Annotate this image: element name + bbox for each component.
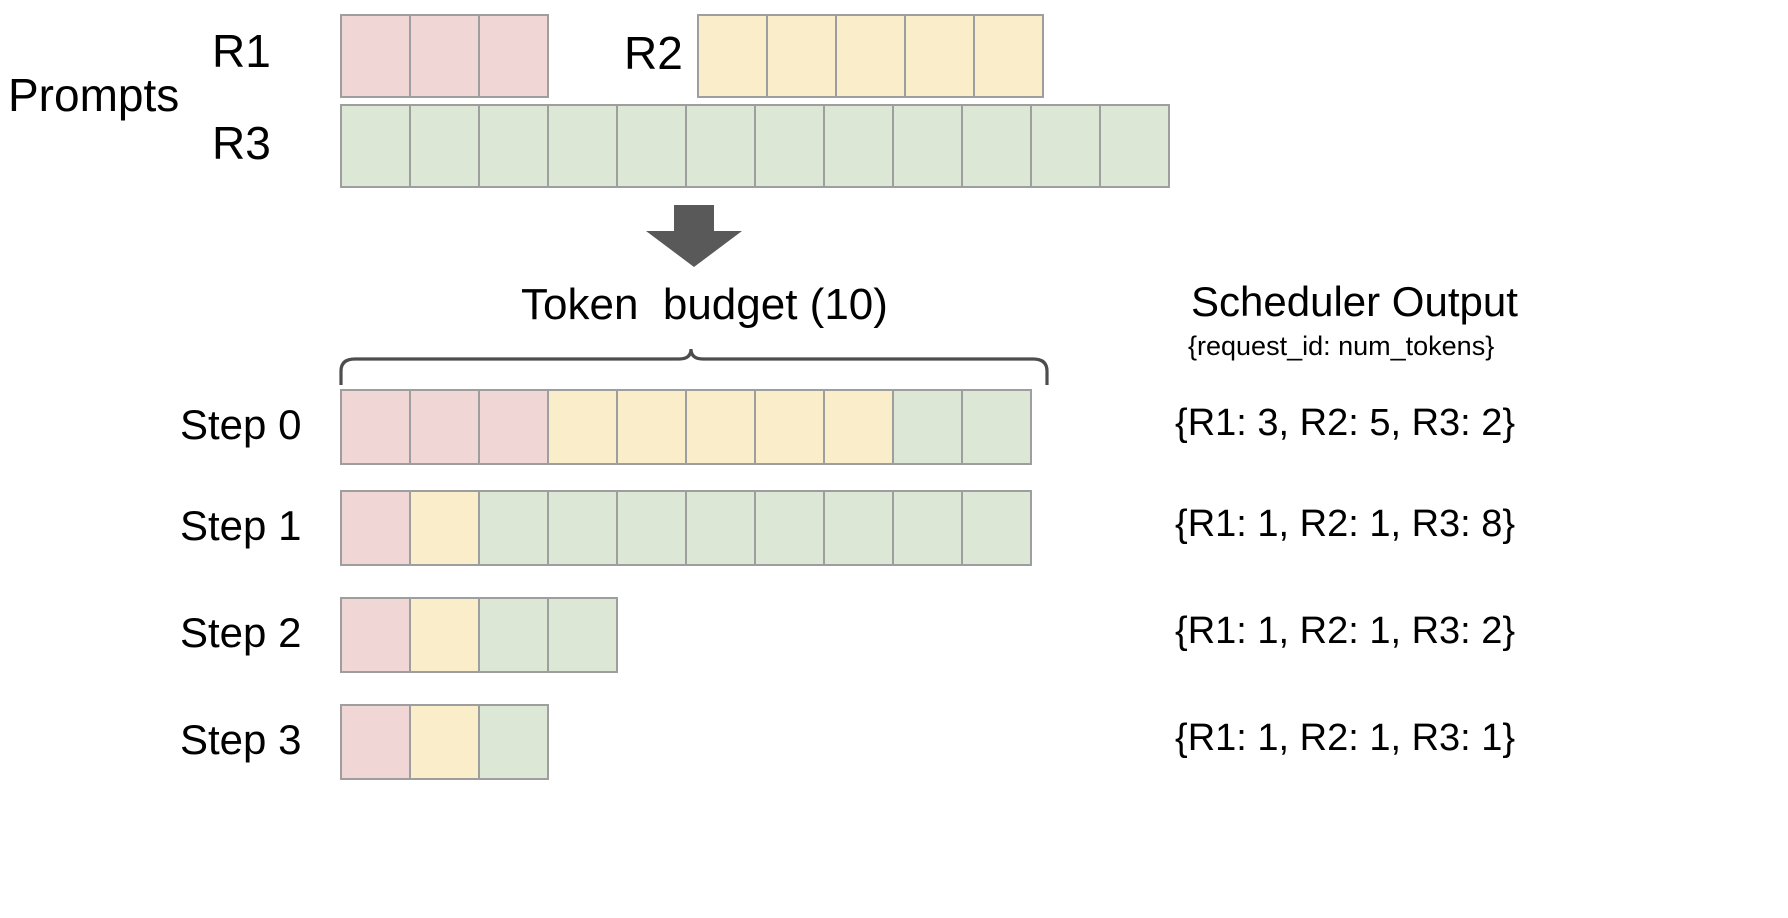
prompt-token-cell-r3-11 <box>1099 104 1170 188</box>
prompt-token-cell-r2-4 <box>973 14 1044 98</box>
step-token-cell-0-r1-0 <box>340 389 411 465</box>
prompt-token-cell-r2-2 <box>835 14 906 98</box>
scheduler-output-row-0: {R1: 3, R2: 5, R3: 2} <box>1175 402 1516 444</box>
prompt-token-cell-r3-9 <box>961 104 1032 188</box>
step-token-cell-0-r2-3 <box>754 389 825 465</box>
prompt-token-strip-r3 <box>340 104 1170 188</box>
step-label-1: Step 1 <box>180 502 302 549</box>
scheduler-output-row-3: {R1: 1, R2: 1, R3: 1} <box>1175 717 1516 759</box>
prompt-token-cell-r1-0 <box>340 14 411 98</box>
step-token-cell-1-r3-7 <box>961 490 1032 566</box>
request-label-r1: R1 <box>212 25 271 77</box>
scheduler-output-row-1: {R1: 1, R2: 1, R3: 8} <box>1175 503 1516 545</box>
step-token-cell-2-r3-0 <box>478 597 549 673</box>
prompts-group-label: Prompts <box>8 69 180 121</box>
prompt-token-cell-r3-2 <box>478 104 549 188</box>
step-token-cell-3-r3-0 <box>478 704 549 780</box>
step-token-cell-0-r2-4 <box>823 389 894 465</box>
step-token-cell-3-r2-0 <box>409 704 480 780</box>
step-token-strip-2 <box>340 597 618 673</box>
step-token-cell-2-r2-0 <box>409 597 480 673</box>
prompt-token-cell-r2-0 <box>697 14 768 98</box>
scheduler-output-row-2: {R1: 1, R2: 1, R3: 2} <box>1175 610 1516 652</box>
prompt-token-cell-r2-1 <box>766 14 837 98</box>
token-budget-title: Token budget (10) <box>521 280 888 329</box>
step-token-cell-0-r2-0 <box>547 389 618 465</box>
step-token-cell-0-r1-1 <box>409 389 480 465</box>
prompt-token-cell-r3-3 <box>547 104 618 188</box>
step-label-0: Step 0 <box>180 401 302 448</box>
step-token-cell-1-r2-0 <box>409 490 480 566</box>
prompt-token-cell-r3-1 <box>409 104 480 188</box>
prompt-token-strip-r1 <box>340 14 549 98</box>
step-token-cell-1-r3-5 <box>823 490 894 566</box>
prompt-token-cell-r3-4 <box>616 104 687 188</box>
step-token-cell-1-r3-1 <box>547 490 618 566</box>
down-arrow-icon <box>646 205 742 267</box>
step-label-3: Step 3 <box>180 716 302 763</box>
step-token-cell-1-r3-2 <box>616 490 687 566</box>
scheduler-output-subtitle: {request_id: num_tokens} <box>1188 331 1495 361</box>
step-token-cell-1-r3-4 <box>754 490 825 566</box>
prompt-token-cell-r3-8 <box>892 104 963 188</box>
prompt-token-cell-r3-10 <box>1030 104 1101 188</box>
step-token-cell-0-r3-1 <box>961 389 1032 465</box>
step-token-cell-3-r1-0 <box>340 704 411 780</box>
step-token-cell-1-r3-3 <box>685 490 756 566</box>
step-token-cell-0-r2-1 <box>616 389 687 465</box>
step-token-cell-1-r1-0 <box>340 490 411 566</box>
prompt-token-strip-r2 <box>697 14 1044 98</box>
prompt-token-cell-r3-0 <box>340 104 411 188</box>
prompt-token-cell-r3-7 <box>823 104 894 188</box>
prompt-token-cell-r1-2 <box>478 14 549 98</box>
step-token-cell-0-r1-2 <box>478 389 549 465</box>
prompt-token-cell-r3-6 <box>754 104 825 188</box>
scheduler-output-title: Scheduler Output <box>1191 278 1518 325</box>
step-token-cell-1-r3-6 <box>892 490 963 566</box>
step-token-strip-1 <box>340 490 1032 566</box>
request-label-r2: R2 <box>624 27 683 79</box>
step-token-strip-3 <box>340 704 549 780</box>
step-token-cell-0-r2-2 <box>685 389 756 465</box>
step-token-cell-1-r3-0 <box>478 490 549 566</box>
prompt-token-cell-r1-1 <box>409 14 480 98</box>
prompt-token-cell-r2-3 <box>904 14 975 98</box>
step-token-strip-0 <box>340 389 1032 465</box>
step-label-2: Step 2 <box>180 609 302 656</box>
step-token-cell-0-r3-0 <box>892 389 963 465</box>
step-token-cell-2-r3-1 <box>547 597 618 673</box>
prompt-token-cell-r3-5 <box>685 104 756 188</box>
step-token-cell-2-r1-0 <box>340 597 411 673</box>
request-label-r3: R3 <box>212 117 271 169</box>
curly-brace-icon <box>339 348 1049 385</box>
